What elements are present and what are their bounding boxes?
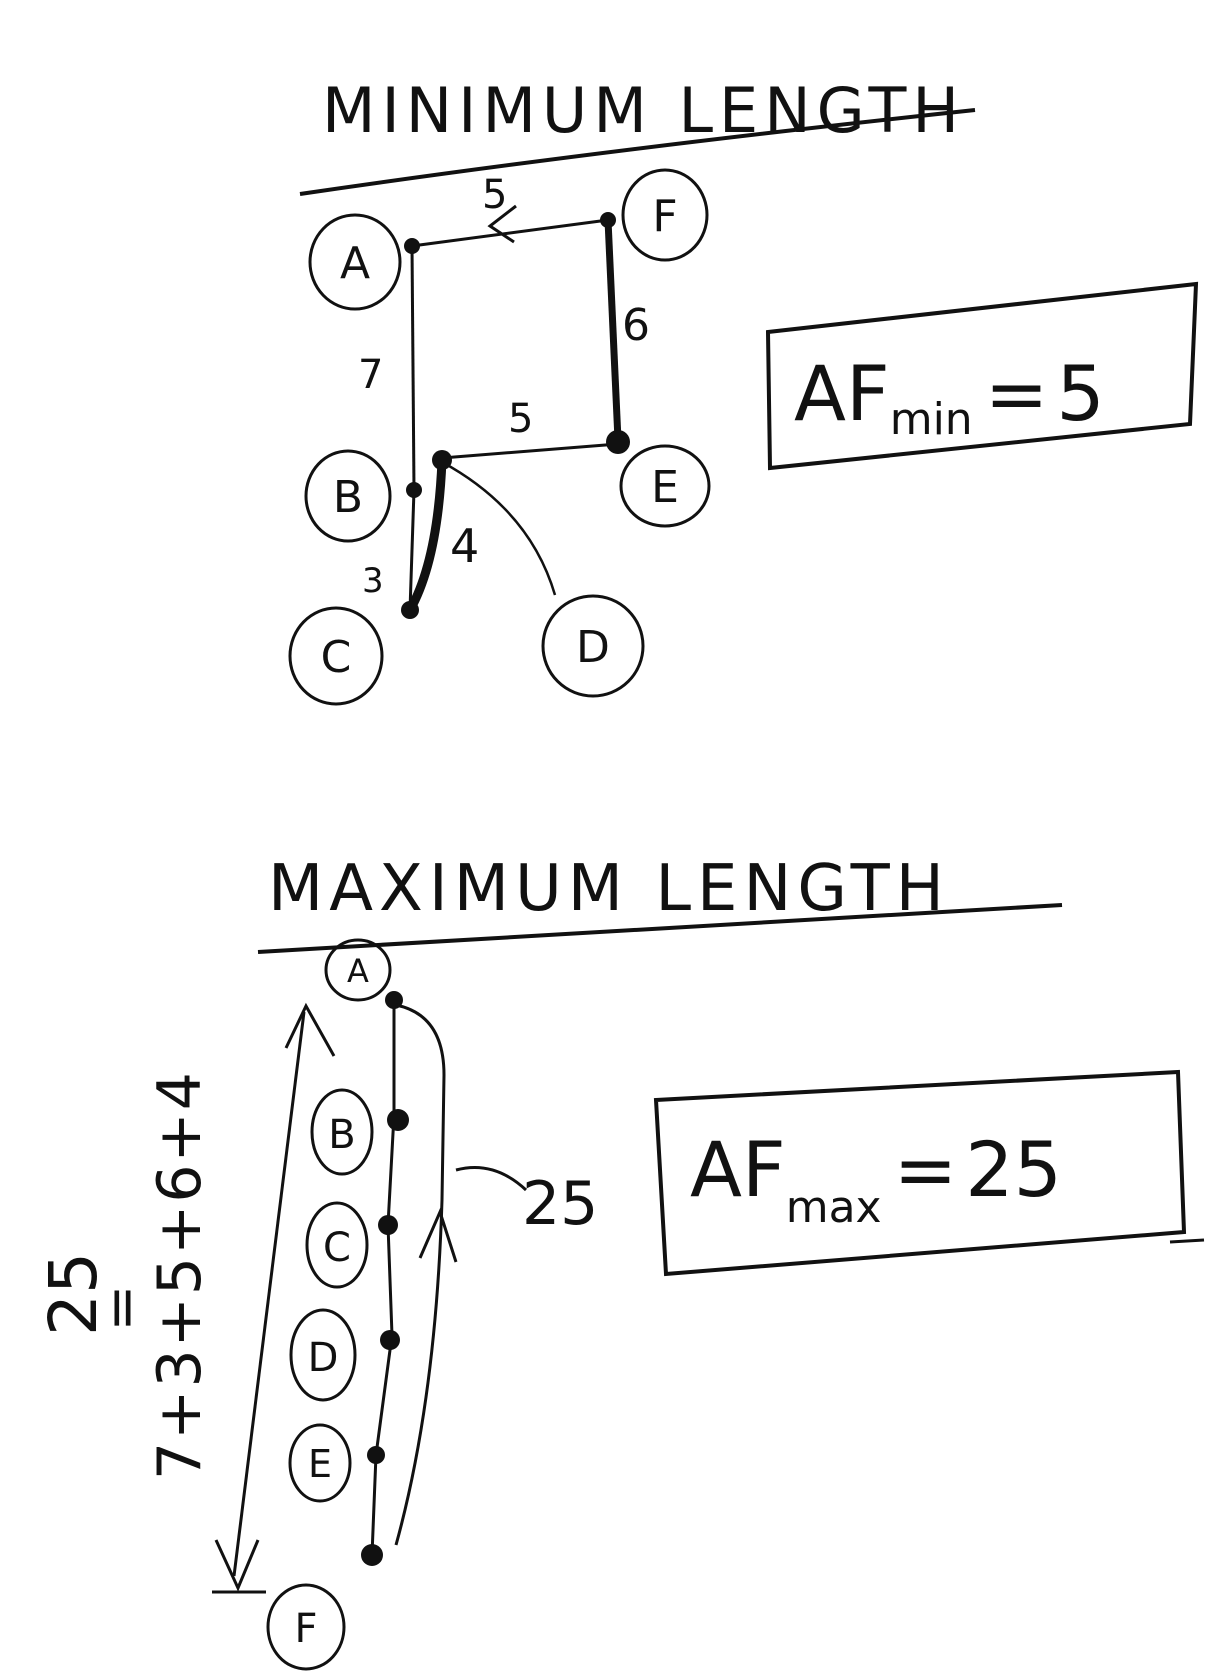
vertex-e: [606, 430, 630, 454]
edge-a-b: [410, 245, 416, 491]
maximum-heading-underline: [257, 903, 1063, 954]
arrowhead-f-a: [487, 204, 517, 244]
edge-c-b-bold: [406, 459, 447, 613]
minimum-result-eq: =: [985, 349, 1049, 438]
node-circle-c: [288, 606, 384, 706]
node-circle-max-c: [305, 1201, 369, 1289]
minimum-result-prefix: AF: [794, 349, 890, 438]
max-vertex-f: [361, 1544, 383, 1566]
max-left-arrow-down: [214, 1539, 260, 1592]
max-total-pointer: [455, 1166, 528, 1192]
node-circle-b: [304, 449, 392, 543]
maximum-result: AFmax=25: [690, 1125, 1062, 1233]
node-label-max-e: E: [308, 1442, 332, 1486]
node-label-max-b: B: [328, 1112, 355, 1158]
weight-b-e: 5: [508, 396, 533, 442]
maximum-result-box: [653, 1069, 1187, 1277]
maximum-result-value: 25: [965, 1125, 1062, 1214]
vertex-f: [600, 212, 616, 228]
max-vertex-d: [380, 1330, 400, 1350]
max-vertex-c: [378, 1215, 398, 1235]
edge-b-d: [441, 460, 557, 596]
maximum-heading: MAXIMUM LENGTH: [268, 852, 950, 926]
node-circle-max-f: [266, 1583, 346, 1671]
minimum-heading-underline: [299, 108, 976, 196]
max-path-chain: [370, 1000, 396, 1556]
weight-e-f: 6: [622, 300, 650, 351]
node-label-b: B: [333, 472, 363, 523]
max-sum-eq-group: =: [89, 1285, 154, 1332]
max-sum-total: 25: [35, 1252, 112, 1336]
minimum-result-box: [765, 281, 1199, 471]
edge-b-c: [408, 489, 416, 611]
vertex-b: [406, 482, 422, 498]
maximum-result-sub: max: [786, 1182, 882, 1233]
weight-b-c: 3: [362, 561, 384, 601]
vertex-a: [404, 238, 420, 254]
max-sum-annotation: 7+3+5+6+4: [145, 1070, 215, 1480]
minimum-heading: MINIMUM LENGTH: [322, 74, 965, 147]
weight-a-b: 7: [358, 352, 383, 398]
node-label-max-d: D: [308, 1335, 339, 1381]
max-left-arrow-up: [284, 1002, 336, 1057]
node-circle-f: [621, 168, 709, 262]
max-vertex-e: [367, 1446, 385, 1464]
max-vertex-b: [387, 1109, 409, 1131]
edge-b-e: [441, 442, 619, 460]
weight-c-b-bold: 4: [450, 519, 479, 573]
maximum-section: MAXIMUM LENGTH A 25 B C D E F: [35, 852, 1205, 1671]
node-circle-max-d: [289, 1308, 357, 1402]
weight-f-a: 5: [482, 172, 507, 218]
minimum-section: MINIMUM LENGTH A B C D E F 5 7: [288, 74, 1199, 706]
minimum-result: AFmin=5: [794, 349, 1105, 445]
node-label-c: C: [321, 632, 352, 683]
maximum-result-eq: =: [894, 1125, 958, 1214]
minimum-result-value: 5: [1056, 349, 1104, 438]
node-label-a: A: [340, 238, 370, 289]
max-total-label: 25: [522, 1169, 598, 1239]
edge-e-f-bold: [604, 219, 622, 441]
node-label-d: D: [576, 622, 610, 673]
max-sum-total-group: 25: [35, 1252, 112, 1336]
node-label-f: F: [652, 191, 677, 242]
node-circle-max-a: [324, 938, 392, 1002]
maximum-result-prefix: AF: [690, 1125, 786, 1214]
max-loop-bracket: [394, 1003, 446, 1546]
node-circle-e: [619, 444, 711, 528]
max-sum-terms: 7+3+5+6+4: [145, 1070, 215, 1480]
node-label-e: E: [651, 462, 679, 513]
node-circle-a: [308, 213, 402, 311]
node-circle-d: [541, 594, 645, 698]
node-label-max-a: A: [347, 952, 369, 990]
max-left-arrow-line: [232, 1011, 306, 1577]
node-label-max-c: C: [323, 1225, 351, 1271]
max-loop-arrowhead: [418, 1207, 458, 1263]
node-circle-max-b: [310, 1088, 374, 1176]
maximum-result-box-tail: [1169, 1238, 1205, 1244]
vertex-b2: [432, 450, 452, 470]
max-sum-eq: =: [89, 1285, 154, 1332]
node-label-max-f: F: [294, 1606, 317, 1652]
vertex-c: [401, 601, 419, 619]
minimum-result-sub: min: [890, 394, 973, 445]
node-circle-max-e: [288, 1423, 352, 1503]
edge-f-a: [411, 218, 609, 248]
